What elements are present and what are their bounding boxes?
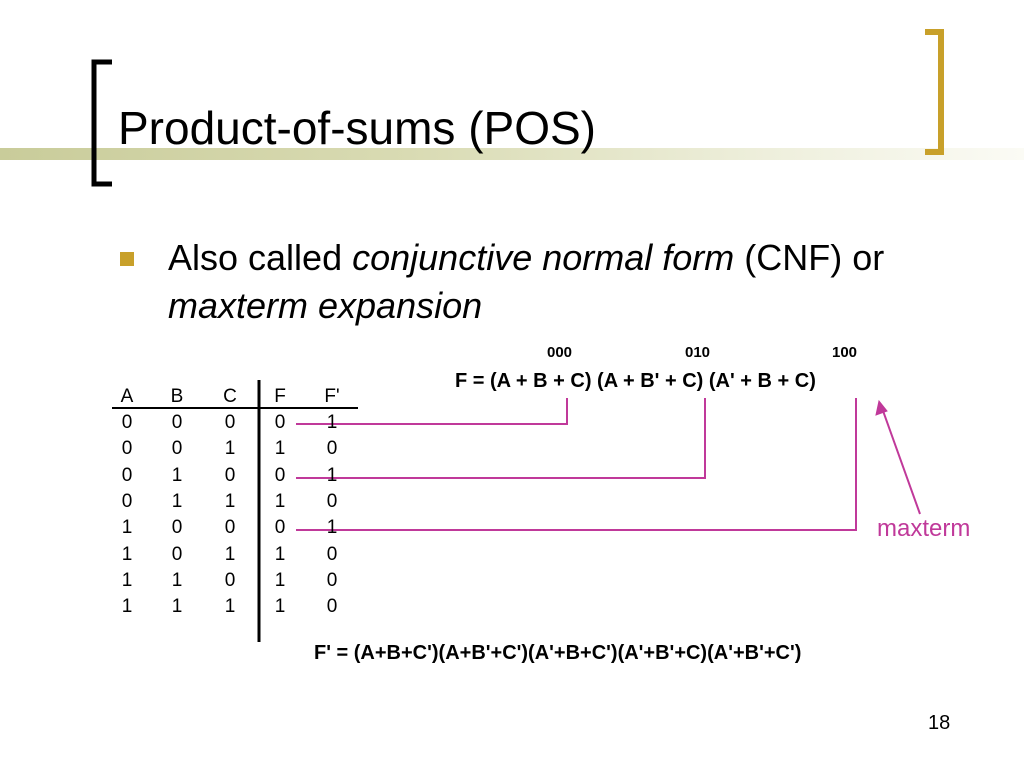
bullet-text: Also called conjunctive normal form (CNF… [168, 234, 928, 330]
maxterm-code-010: 010 [685, 344, 711, 361]
table-cell-a: 0 [121, 412, 133, 433]
page-number: 18 [928, 712, 951, 734]
table-cell-fprime: 1 [326, 412, 338, 433]
table-cell-fprime: 0 [326, 569, 338, 591]
table-cell-a: 0 [121, 490, 133, 512]
connector-000 [296, 398, 568, 425]
table-cell-fprime: 0 [326, 438, 338, 460]
table-cell-c: 0 [224, 569, 236, 591]
bullet-term-maxterm: maxterm expansion [168, 285, 483, 326]
maxterm-code-100: 100 [832, 344, 858, 361]
maxterm-label: maxterm [877, 515, 971, 542]
left-bracket [91, 59, 112, 187]
table-cell-b: 1 [171, 490, 183, 512]
maxterm-arrowhead [875, 399, 888, 416]
connector-010 [296, 398, 706, 479]
table-header-c: C [223, 386, 237, 407]
table-cell-f: 0 [274, 412, 286, 433]
maxterm-arrow [881, 407, 921, 515]
table-cell-b: 0 [171, 517, 183, 539]
table-cell-fprime: 0 [326, 596, 338, 618]
table-cell-b: 1 [171, 464, 183, 486]
table-cell-c: 0 [224, 517, 236, 539]
table-header-a: A [120, 386, 134, 407]
table-cell-b: 0 [171, 543, 183, 565]
table-cell-a: 1 [121, 596, 133, 618]
bullet-square-icon [120, 252, 134, 266]
table-cell-b: 0 [171, 412, 183, 433]
fprime-pos-expression: F' = (A+B+C')(A+B'+C')(A'+B+C')(A'+B'+C)… [314, 642, 802, 664]
table-cell-f: 1 [274, 543, 286, 565]
table-cell-c: 1 [224, 596, 236, 618]
table-cell-a: 1 [121, 517, 133, 539]
table-header-b: B [170, 386, 184, 407]
table-header-fprime: F' [324, 386, 340, 407]
table-cell-c: 1 [224, 490, 236, 512]
connector-lines [296, 398, 921, 531]
bullet-term-cnf: conjunctive normal form [352, 237, 735, 278]
slide-title: Product-of-sums (POS) [118, 102, 596, 154]
table-cell-a: 1 [121, 543, 133, 565]
table-cell-c: 1 [224, 438, 236, 460]
table-cell-f: 1 [274, 490, 286, 512]
table-cell-f: 0 [274, 464, 286, 486]
table-cell-fprime: 1 [326, 517, 338, 539]
table-cell-b: 1 [171, 569, 183, 591]
table-cell-f: 0 [274, 517, 286, 539]
table-cell-c: 0 [224, 412, 236, 433]
table-cell-a: 1 [121, 569, 133, 591]
table-cell-f: 1 [274, 438, 286, 460]
f-pos-expression: F = (A + B + C) (A + B' + C) (A' + B + C… [455, 370, 816, 392]
table-cell-b: 0 [171, 438, 183, 460]
table-cell-a: 0 [121, 464, 133, 486]
connector-100 [296, 398, 857, 531]
table-cell-c: 0 [224, 464, 236, 486]
bullet-prefix: Also called [168, 237, 353, 278]
bullet-middle: (CNF) or [734, 237, 885, 278]
table-cell-f: 1 [274, 596, 286, 618]
table-cell-fprime: 0 [326, 490, 338, 512]
table-cell-c: 1 [224, 543, 236, 565]
right-bracket [925, 29, 944, 155]
table-header-f: F [274, 386, 286, 407]
table-cell-a: 0 [121, 438, 133, 460]
table-cell-fprime: 1 [326, 464, 338, 486]
maxterm-code-000: 000 [547, 344, 573, 361]
table-cell-f: 1 [274, 569, 286, 591]
title-underline-band [0, 148, 1024, 160]
table-cell-fprime: 0 [326, 543, 338, 565]
table-cell-b: 1 [171, 596, 183, 618]
